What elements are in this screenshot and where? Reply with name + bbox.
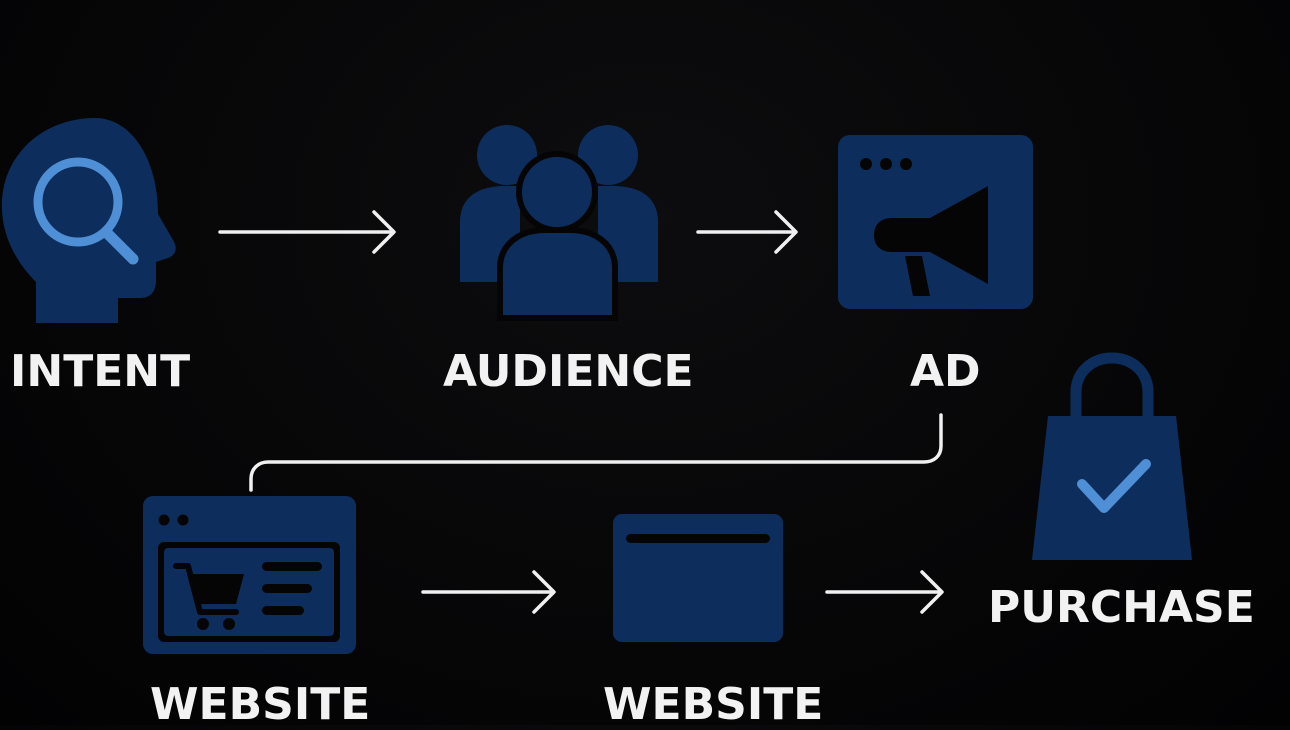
connector-ad-to-website: [249, 413, 943, 492]
people-group-icon: [460, 125, 658, 321]
website-label-2: WEBSITE: [603, 679, 824, 730]
arrow-intent-to-audience: [218, 210, 396, 254]
browser-window-icon: [613, 514, 783, 642]
browser-cart-icon: [143, 496, 356, 654]
arrow-website-to-website: [421, 570, 556, 614]
arrow-audience-to-ad: [696, 210, 798, 254]
head-search-icon: [1, 118, 176, 323]
ad-label: AD: [910, 346, 981, 397]
browser-megaphone-icon: [838, 135, 1033, 309]
purchase-label: PURCHASE: [988, 582, 1255, 633]
arrow-website-to-purchase: [825, 570, 944, 614]
shopping-bag-check-icon: [1032, 352, 1192, 560]
website-label-1: WEBSITE: [150, 679, 371, 730]
intent-label: INTENT: [10, 346, 191, 397]
audience-label: AUDIENCE: [443, 346, 694, 397]
